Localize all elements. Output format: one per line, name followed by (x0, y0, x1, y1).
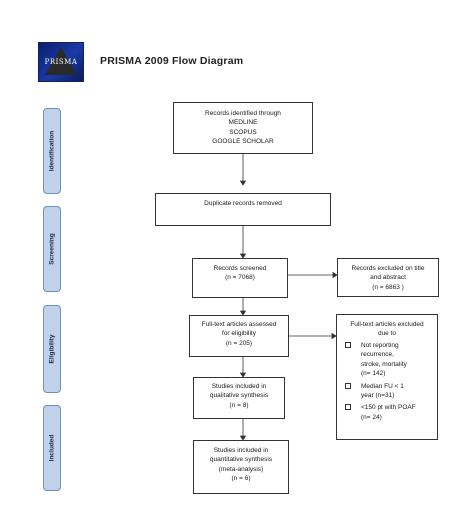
checkbox-bullet-icon (345, 341, 351, 348)
exclusion-reason: Not reporting recurrence, stroke, mortal… (337, 341, 437, 379)
reason-line: year (n=31) (361, 391, 395, 399)
reason-line: stroke, mortality (361, 360, 407, 368)
diagram-title: PRISMA 2009 Flow Diagram (100, 55, 244, 67)
box-line: and abstract (370, 274, 406, 282)
stage-eligibility: Eligibility (43, 305, 61, 393)
box-line: (meta-analysis) (218, 465, 264, 473)
box-line: Studies included in (211, 383, 267, 390)
box-line: (n = 6) (231, 475, 251, 483)
box-line: Records identified through (205, 110, 281, 117)
box-line: GOOGLE SCHOLAR (212, 138, 274, 146)
box-line: (n = 6863 ) (372, 283, 404, 291)
box-line: (n = 8) (229, 401, 249, 409)
records-excluded-box: Records excluded on title and abstract (… (337, 258, 439, 297)
reason-line: (n= 24) (361, 413, 382, 421)
reason-line: (n= 142) (361, 370, 386, 378)
reason-line: <150 pt with POAF (361, 404, 416, 412)
box-line: (n = 205) (225, 339, 253, 347)
stage-included: Included (43, 405, 61, 491)
fulltext-assessed-box: Full-text articles assessed for eligibil… (189, 315, 289, 357)
fulltext-excluded-box: Full-text articles excluded due to Not r… (336, 314, 438, 440)
box-line: Records excluded on title (351, 265, 425, 272)
box-line: Full-text articles excluded (350, 321, 424, 328)
checkbox-bullet-icon (345, 404, 351, 411)
box-line: Records screened (213, 265, 267, 272)
reason-line: Median FU < 1 (361, 382, 404, 390)
box-line: for eligibility (222, 330, 256, 338)
box-line: Full-text articles assessed (201, 321, 277, 328)
box-line: due to (377, 330, 397, 338)
exclusion-reason: <150 pt with POAF (n= 24) (337, 403, 437, 422)
duplicates-removed-box: Duplicate records removed (155, 193, 331, 226)
stage-identification: Identification (43, 108, 61, 194)
checkbox-bullet-icon (345, 382, 351, 389)
prisma-logo: PRISMA (38, 42, 84, 82)
reason-line: recurrence, (361, 351, 394, 359)
stage-screening: Screening (43, 206, 61, 292)
exclusion-reason: Median FU < 1 year (n=31) (337, 382, 437, 401)
quantitative-synthesis-box: Studies included in quantitative synthes… (193, 440, 289, 494)
records-identified-box: Records identified through MEDLINE SCOPU… (173, 102, 313, 154)
records-screened-box: Records screened (n = 7068) (192, 258, 288, 298)
box-line: quantitative synthesis (209, 456, 273, 464)
box-line: qualitative synthesis (209, 392, 269, 400)
reason-line: Not reporting (361, 341, 399, 349)
qualitative-synthesis-box: Studies included in qualitative synthesi… (193, 377, 285, 419)
box-line: SCOPUS (229, 128, 257, 136)
box-line: Duplicate records removed (204, 200, 282, 207)
logo-triangle-icon (45, 47, 77, 75)
box-line: Studies included in (213, 447, 269, 454)
box-line: MEDLINE (228, 119, 258, 127)
exclusion-reasons-list: Not reporting recurrence, stroke, mortal… (337, 341, 437, 425)
logo-text: PRISMA (44, 58, 78, 66)
box-line: (n = 7068) (225, 274, 255, 282)
